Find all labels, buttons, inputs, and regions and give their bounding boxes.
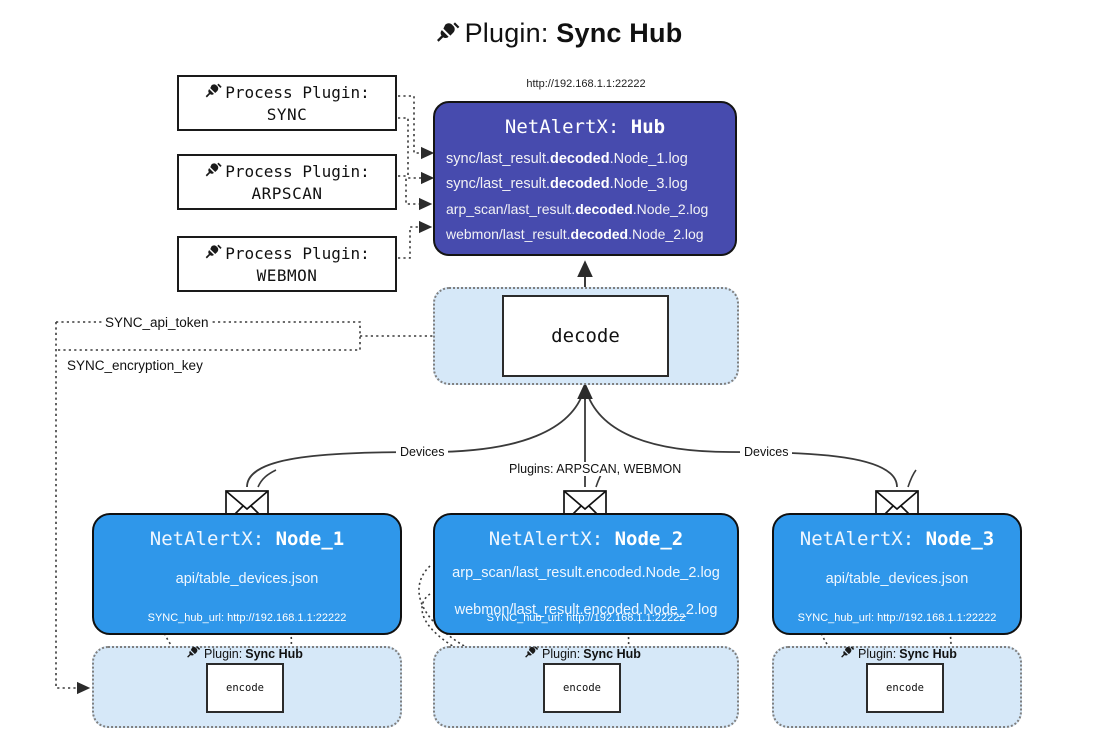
hub-url-label: http://192.168.1.1:22222 — [526, 78, 646, 90]
plugin-label-name: Sync Hub — [583, 646, 641, 661]
edge-label-plugins-center: Plugins: ARPSCAN, WEBMON — [505, 462, 686, 476]
plug-icon — [524, 645, 539, 662]
title-prefix: Plugin: — [464, 18, 557, 48]
sync-api-token-label: SYNC_api_token — [102, 315, 212, 330]
node-title-name: Node_3 — [925, 528, 995, 550]
node-log-line: arp_scan/last_result.encoded.Node_2.log — [452, 565, 720, 581]
process-plugin-sync[interactable]: Process Plugin: SYNC — [177, 75, 397, 131]
log-pre: webmon/last_result. — [446, 226, 571, 242]
plugin-label-prefix: Plugin: — [542, 646, 581, 661]
node-3[interactable]: NetAlertX: Node_3 api/table_devices.json… — [772, 513, 1022, 635]
node-title-name: Node_1 — [275, 528, 345, 550]
decode-box[interactable]: decode — [502, 295, 669, 377]
process-plugin-label: Process Plugin: — [225, 83, 370, 102]
node-title-prefix: NetAlertX: — [799, 528, 926, 550]
encode-box-node-2[interactable]: encode — [543, 663, 621, 713]
node-log-line: api/table_devices.json — [175, 571, 319, 587]
node-log-line: api/table_devices.json — [825, 571, 969, 587]
process-plugin-name: WEBMON — [256, 265, 318, 285]
log-pre: sync/last_result. — [446, 151, 550, 167]
plug-icon — [435, 20, 461, 51]
process-plugin-name: SYNC — [266, 104, 308, 124]
process-plugin-label: Process Plugin: — [225, 244, 370, 263]
log-post: .Node_1.log — [609, 151, 688, 167]
plug-icon — [204, 161, 223, 183]
node-1[interactable]: NetAlertX: Node_1 api/table_devices.json… — [92, 513, 402, 635]
log-bold: decoded — [549, 176, 610, 192]
hub-node[interactable]: NetAlertX: Hub sync/last_result.decoded.… — [433, 101, 737, 256]
process-plugin-webmon[interactable]: Process Plugin: WEBMON — [177, 236, 397, 292]
node-title-prefix: NetAlertX: — [488, 528, 615, 550]
process-plugin-label: Process Plugin: — [225, 162, 370, 181]
plugin-label-prefix: Plugin: — [858, 646, 897, 661]
process-plugin-arpscan[interactable]: Process Plugin: ARPSCAN — [177, 154, 397, 210]
node-hub-url: SYNC_hub_url: http://192.168.1.1:22222 — [147, 612, 347, 624]
node-hub-url: SYNC_hub_url: http://192.168.1.1:22222 — [797, 612, 997, 624]
log-post: .Node_2.log — [632, 201, 709, 217]
node-title: NetAlertX: Node_3 — [774, 528, 1020, 550]
edge-label-devices-right: Devices — [740, 445, 793, 459]
plugin-label-prefix: Plugin: — [204, 646, 243, 661]
node-2[interactable]: NetAlertX: Node_2 arp_scan/last_result.e… — [433, 513, 739, 635]
hub-log-line: sync/last_result.decoded.Node_1.log — [435, 147, 735, 172]
plug-icon — [186, 645, 201, 662]
node-log-line: webmon/last_result.encoded.Node_2.log — [454, 602, 718, 618]
hub-log-line: sync/last_result.decoded.Node_3.log — [435, 172, 735, 197]
plug-icon — [840, 645, 855, 662]
edge-label-devices-left: Devices — [396, 445, 449, 459]
log-post: .Node_3.log — [609, 176, 688, 192]
hub-log-list: sync/last_result.decoded.Node_1.log sync… — [435, 147, 735, 247]
log-pre: arp_scan/last_result. — [446, 201, 576, 217]
plugin-label-node-3: Plugin: Sync Hub — [840, 645, 957, 662]
log-pre: sync/last_result. — [446, 176, 550, 192]
plugin-label-name: Sync Hub — [899, 646, 957, 661]
plug-icon — [204, 82, 223, 104]
log-post: .Node_2.log — [628, 226, 704, 242]
node-title: NetAlertX: Node_1 — [94, 528, 400, 550]
node-title: NetAlertX: Node_2 — [435, 528, 737, 550]
node-hub-url: SYNC_hub_url: http://192.168.1.1:22222 — [486, 612, 686, 624]
hub-log-line: webmon/last_result.decoded.Node_2.log — [435, 222, 735, 247]
hub-title: NetAlertX: Hub — [435, 116, 735, 138]
encode-box-node-1[interactable]: encode — [206, 663, 284, 713]
log-bold: decoded — [549, 151, 610, 167]
log-bold: decoded — [575, 201, 633, 217]
node-title-prefix: NetAlertX: — [149, 528, 276, 550]
hub-title-prefix: NetAlertX: — [504, 116, 631, 138]
page-title: Plugin: Sync Hub — [0, 18, 1117, 49]
plug-icon — [204, 243, 223, 265]
plugin-label-node-2: Plugin: Sync Hub — [524, 645, 641, 662]
hub-log-line: arp_scan/last_result.decoded.Node_2.log — [435, 197, 735, 222]
sync-encryption-key-label: SYNC_encryption_key — [64, 358, 206, 373]
title-name: Sync Hub — [556, 18, 683, 48]
process-plugin-name: ARPSCAN — [251, 183, 323, 203]
node-title-name: Node_2 — [614, 528, 684, 550]
hub-title-name: Hub — [630, 116, 666, 138]
plugin-label-node-1: Plugin: Sync Hub — [186, 645, 303, 662]
plugin-label-name: Sync Hub — [245, 646, 303, 661]
log-bold: decoded — [570, 226, 629, 242]
encode-box-node-3[interactable]: encode — [866, 663, 944, 713]
